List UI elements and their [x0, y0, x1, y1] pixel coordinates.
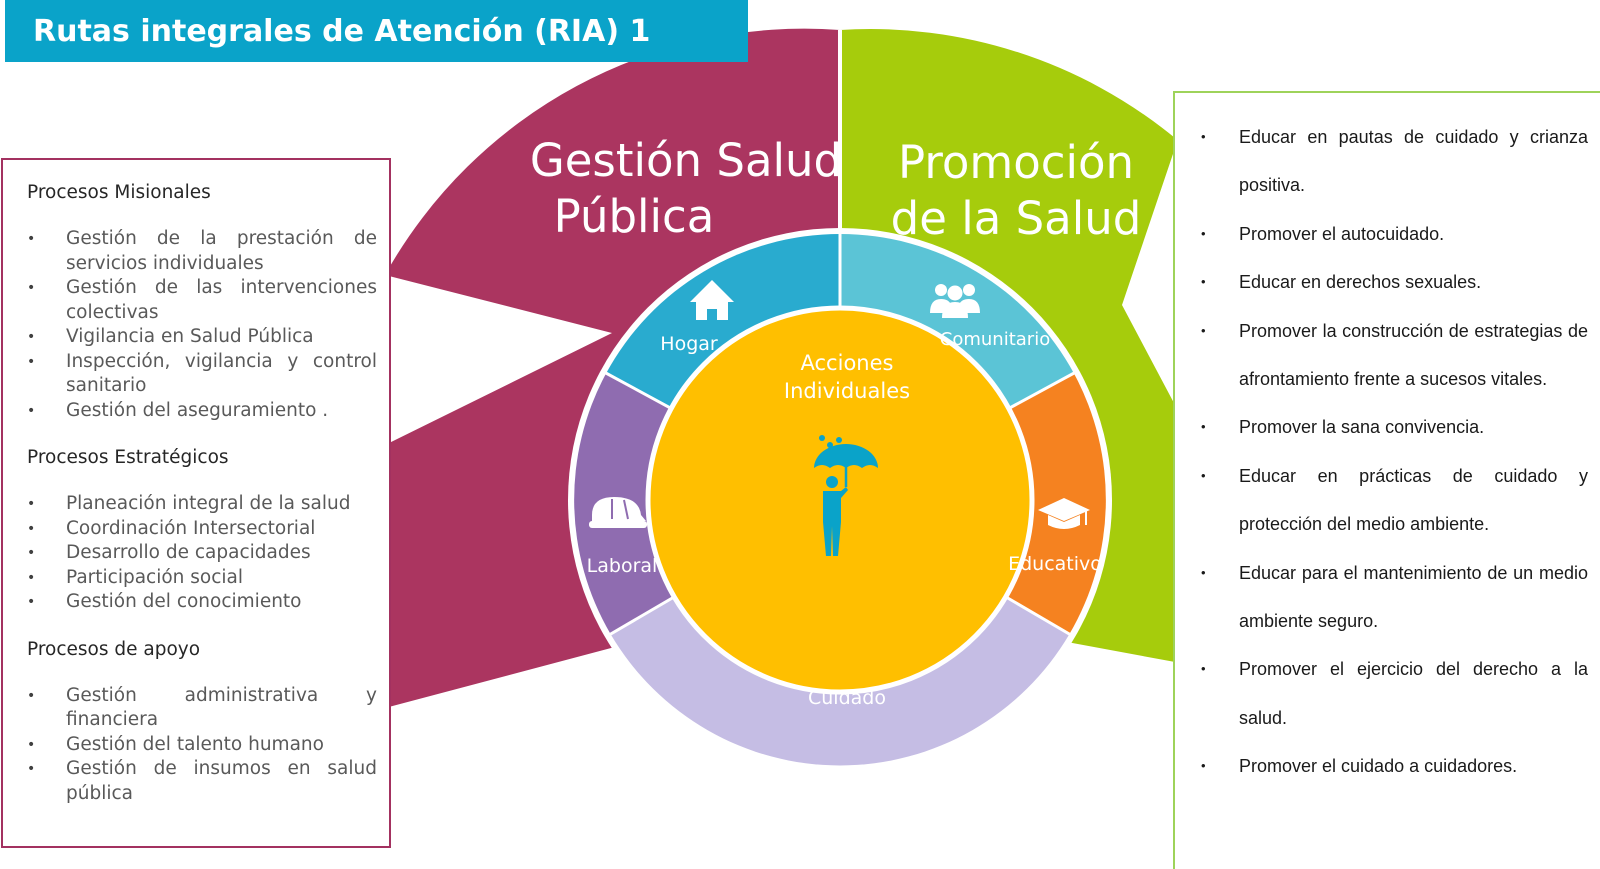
person-umbrella-icon	[814, 435, 878, 556]
list-promocion: Educar en pautas de cuidado y crianza po…	[1201, 113, 1588, 791]
list-item: Promover el ejercicio del derecho a la s…	[1201, 645, 1588, 742]
list-item: Gestión administrativa y financiera	[27, 684, 377, 733]
list-item: Inspección, vigilancia y control sanitar…	[27, 350, 377, 399]
list-item: Coordinación Intersectorial	[27, 517, 377, 542]
list-item: Participación social	[27, 566, 377, 591]
graduation-cap-icon	[1038, 498, 1090, 529]
promocion-actions-panel: Educar en pautas de cuidado y crianza po…	[1173, 91, 1600, 869]
label-cuidado: Cuidado	[808, 687, 886, 709]
page-title: Rutas integrales de Atención (RIA) 1	[5, 0, 748, 62]
community-icon	[930, 284, 980, 318]
list-item: Gestión del talento humano	[27, 733, 377, 758]
label-hogar: Hogar	[660, 333, 718, 355]
list-item: Educar para el mantenimiento de un medio…	[1201, 549, 1588, 646]
list-item: Gestión de la prestación de servicios in…	[27, 227, 377, 276]
list-item: Promover el cuidado a cuidadores.	[1201, 742, 1588, 791]
list-item: Gestión del conocimiento	[27, 590, 377, 615]
list-item: Promover el autocuidado.	[1201, 210, 1588, 259]
gestion-title-line1: Gestión Salud	[530, 134, 842, 187]
list-item: Educar en prácticas de cuidado y protecc…	[1201, 452, 1588, 549]
list-item: Promover la sana convivencia.	[1201, 403, 1588, 452]
list-item: Educar en derechos sexuales.	[1201, 258, 1588, 307]
list-item: Vigilancia en Salud Pública	[27, 325, 377, 350]
section-title-estrategicos: Procesos Estratégicos	[27, 447, 229, 468]
list-item: Promover la construcción de estrategias …	[1201, 307, 1588, 404]
promocion-title-line2: de la Salud	[891, 192, 1142, 245]
center-label-line2: Individuales	[784, 379, 910, 403]
section-title-apoyo: Procesos de apoyo	[27, 638, 201, 660]
hard-hat-icon	[589, 497, 647, 528]
list-apoyo: Gestión administrativa y financiera Gest…	[27, 684, 377, 807]
center-label-line1: Acciones	[801, 351, 894, 375]
procesos-panel: Procesos Misionales Gestión de la presta…	[1, 158, 391, 848]
list-misionales: Gestión de la prestación de servicios in…	[27, 227, 377, 423]
label-comunitario: Comunitario	[940, 329, 1050, 350]
house-icon	[690, 280, 734, 320]
list-item: Planeación integral de la salud	[27, 492, 377, 517]
label-laboral: Laboral	[587, 555, 658, 577]
promocion-title-line1: Promoción	[898, 136, 1134, 189]
list-item: Desarrollo de capacidades	[27, 541, 377, 566]
list-estrategicos: Planeación integral de la salud Coordina…	[27, 492, 377, 615]
list-item: Educar en pautas de cuidado y crianza po…	[1201, 113, 1588, 210]
list-item: Gestión de las intervenciones colectivas	[27, 276, 377, 325]
list-item: Gestión de insumos en salud pública	[27, 757, 377, 806]
list-item: Gestión del aseguramiento .	[27, 399, 377, 424]
gestion-title-line2: Pública	[554, 190, 715, 243]
label-educativo: Educativo	[1008, 553, 1102, 575]
section-title-misionales: Procesos Misionales	[27, 182, 211, 203]
